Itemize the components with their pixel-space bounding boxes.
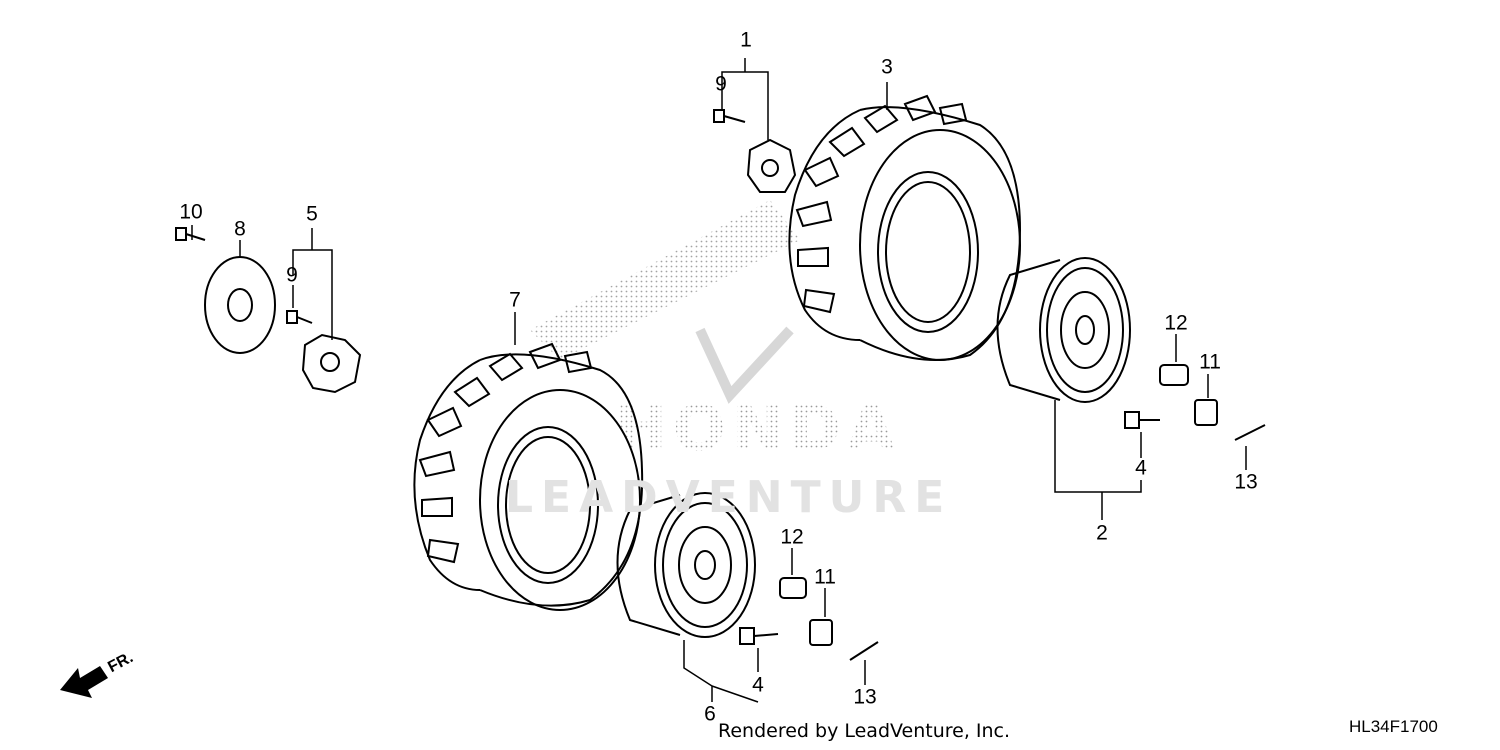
castle-nut-rear bbox=[1194, 399, 1218, 426]
callout-5: 5 bbox=[306, 202, 318, 226]
front-tire bbox=[413, 342, 644, 611]
callout-12-front: 12 bbox=[780, 525, 804, 549]
callout-4-rear: 4 bbox=[1135, 456, 1147, 480]
hub-bolt-top bbox=[713, 109, 725, 123]
cotter-pin-front bbox=[849, 641, 879, 661]
rear-tire bbox=[788, 94, 1022, 361]
callout-1: 1 bbox=[740, 28, 752, 52]
valve-stem-front bbox=[739, 627, 755, 645]
callout-13-rear: 13 bbox=[1234, 470, 1258, 494]
callout-7: 7 bbox=[509, 288, 521, 312]
callout-6: 6 bbox=[704, 702, 716, 726]
callout-11-rear: 11 bbox=[1199, 350, 1221, 374]
nut-cap-front bbox=[779, 577, 807, 599]
callout-9-left: 9 bbox=[286, 263, 298, 287]
callout-13-front: 13 bbox=[853, 685, 877, 709]
leadventure-watermark: LEADVENTURE bbox=[505, 472, 953, 523]
nut-cap-rear bbox=[1159, 364, 1189, 386]
callout-8: 8 bbox=[234, 217, 246, 241]
leader-lines bbox=[191, 58, 1247, 703]
rear-wheel-rim bbox=[996, 257, 1131, 403]
hub-bolt-left bbox=[286, 310, 298, 324]
front-wheel-rim bbox=[616, 492, 756, 638]
callout-2: 2 bbox=[1096, 521, 1108, 545]
callout-3: 3 bbox=[881, 55, 893, 79]
cotter-pin-rear bbox=[1234, 424, 1266, 441]
callout-11-front: 11 bbox=[814, 565, 836, 589]
small-parts bbox=[175, 109, 1266, 661]
diagram-code: HL34F1700 bbox=[1349, 717, 1438, 736]
callout-12-rear: 12 bbox=[1164, 311, 1188, 335]
honda-logo-watermark: HONDA bbox=[530, 200, 901, 465]
rendered-by-credit: Rendered by LeadVenture, Inc. bbox=[718, 720, 1011, 742]
callout-9-top: 9 bbox=[715, 72, 727, 96]
callout-10: 10 bbox=[179, 200, 203, 224]
castle-nut-front bbox=[809, 619, 833, 646]
valve-stem-rear bbox=[1124, 411, 1140, 429]
disc-bolt bbox=[175, 227, 187, 241]
front-direction-arrow-icon bbox=[60, 666, 108, 698]
svg-text:HONDA: HONDA bbox=[615, 392, 901, 465]
callout-4-front: 4 bbox=[752, 673, 764, 697]
